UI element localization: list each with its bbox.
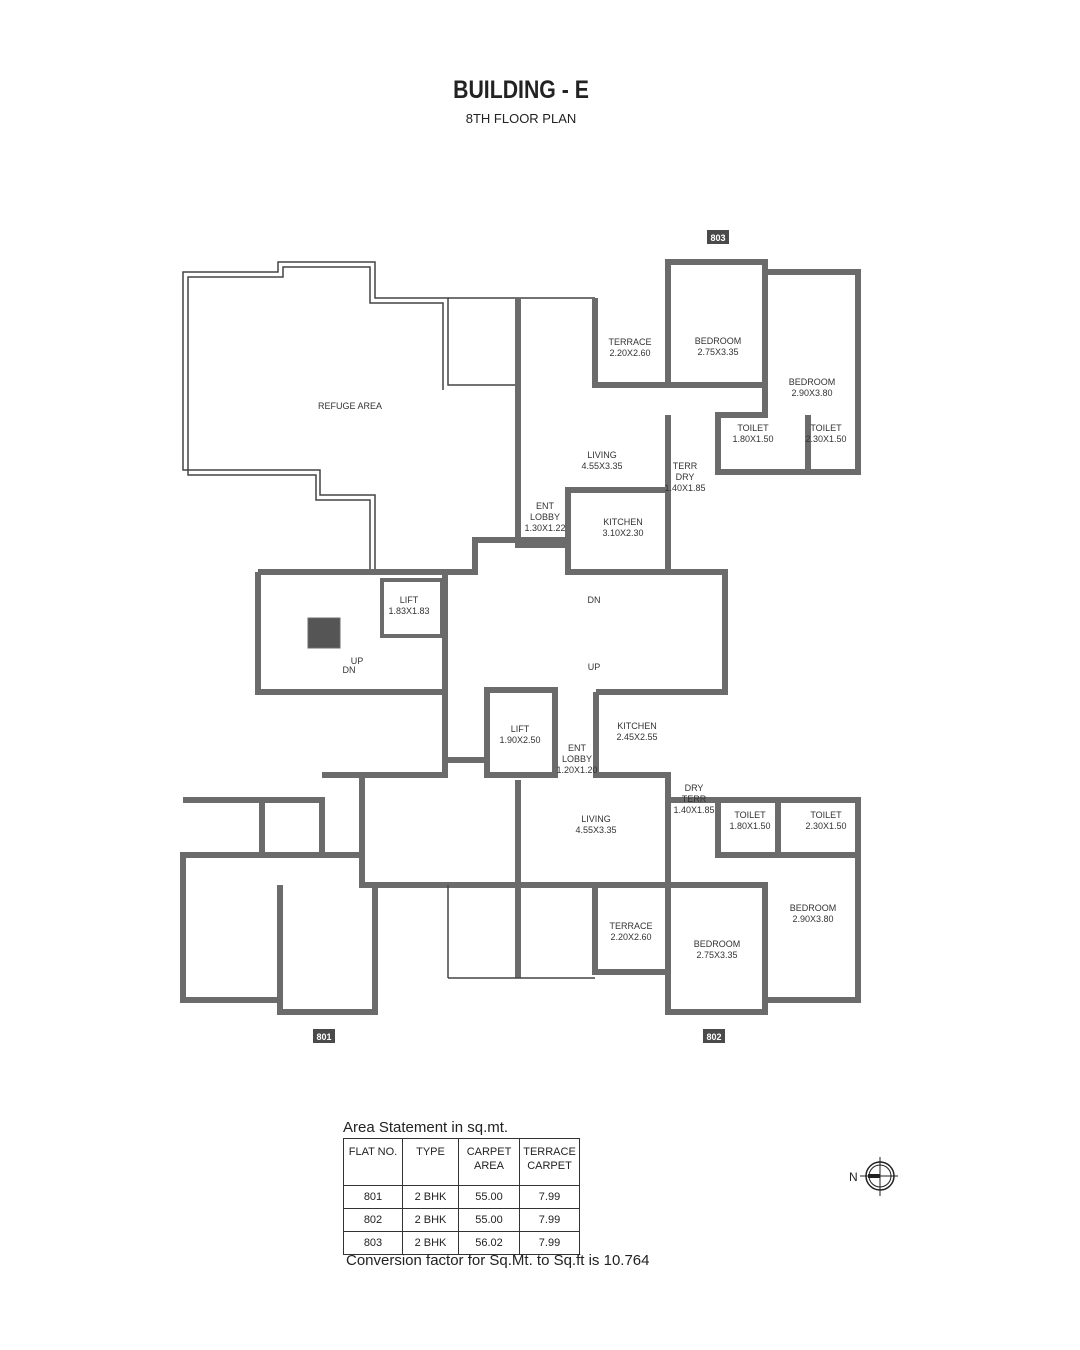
- cell: 55.00: [458, 1208, 520, 1232]
- page-title: BUILDING - E: [453, 76, 589, 104]
- room-name-label: LIFT: [400, 595, 419, 605]
- floor-plan: REFUGE AREATERRACE2.20X2.60BEDROOM2.75X3…: [180, 230, 861, 1043]
- room-name-label: BEDROOM: [790, 903, 837, 913]
- room-name-label: TERRACE: [609, 921, 652, 931]
- room-dimension-label: 2.30X1.50: [805, 434, 846, 444]
- room-name-label: ENT: [568, 743, 587, 753]
- cell: 7.99: [519, 1185, 580, 1209]
- cell: 802: [343, 1208, 403, 1232]
- room-dimension-label: 4.55X3.35: [575, 825, 616, 835]
- room-dimension-label: 1.83X1.83: [388, 606, 429, 616]
- flat-number-tag: 801: [313, 1029, 335, 1043]
- room-dimension-label: 2.30X1.50: [805, 821, 846, 831]
- room-dimension-label: 2.20X2.60: [609, 348, 650, 358]
- room-name-label: BEDROOM: [789, 377, 836, 387]
- column-header: TYPE: [402, 1138, 459, 1186]
- table-row: 801 2 BHK 55.00 7.99: [343, 1185, 580, 1209]
- room-name-label: DRY: [676, 472, 695, 482]
- room-name-label: TOILET: [810, 423, 842, 433]
- svg-text:801: 801: [316, 1032, 331, 1042]
- room-dimension-label: 2.45X2.55: [616, 732, 657, 742]
- room-dimension-label: 1.30X1.22: [524, 523, 565, 533]
- room-name-label: TOILET: [737, 423, 769, 433]
- room-dimension-label: 1.80X1.50: [729, 821, 770, 831]
- room-name-label: ENT: [536, 501, 555, 511]
- cell: 7.99: [519, 1208, 580, 1232]
- room-dimension-label: 3.10X2.30: [602, 528, 643, 538]
- stair-direction-label: UP: [351, 656, 364, 666]
- stair-direction-label: UP: [588, 662, 601, 672]
- room-name-label: TERR: [682, 794, 707, 804]
- table-row: 803 2 BHK 56.02 7.99: [343, 1231, 580, 1255]
- room-name-label: KITCHEN: [603, 517, 643, 527]
- room-dimension-label: 1.40X1.85: [664, 483, 705, 493]
- flat-number-tag: 803: [707, 230, 729, 244]
- cell: 56.02: [458, 1231, 520, 1255]
- room-name-label: LIFT: [511, 724, 530, 734]
- room-dimension-label: 2.90X3.80: [791, 388, 832, 398]
- stair-direction-label: DN: [343, 665, 356, 675]
- column-header: FLAT NO.: [343, 1138, 403, 1186]
- room-dimension-label: 2.90X3.80: [792, 914, 833, 924]
- room-name-label: LIVING: [587, 450, 617, 460]
- flat-number-tag: 802: [703, 1029, 725, 1043]
- cell: 801: [343, 1185, 403, 1209]
- room-name-label: LOBBY: [530, 512, 560, 522]
- room-name-label: LIVING: [581, 814, 611, 824]
- room-dimension-label: 1.90X2.50: [499, 735, 540, 745]
- cell: 55.00: [458, 1185, 520, 1209]
- room-dimension-label: 1.80X1.50: [732, 434, 773, 444]
- area-statement-title: Area Statement in sq.mt.: [343, 1119, 509, 1136]
- room-name-label: TERRACE: [608, 337, 651, 347]
- room-dimension-label: 2.75X3.35: [696, 950, 737, 960]
- room-dimension-label: 1.40X1.85: [673, 805, 714, 815]
- walls: [180, 259, 861, 1015]
- room-name-label: BEDROOM: [694, 939, 741, 949]
- stair-direction-label: DN: [588, 595, 601, 605]
- room-name-label: TOILET: [810, 810, 842, 820]
- room-name-label: LOBBY: [562, 754, 592, 764]
- cell: 2 BHK: [402, 1208, 459, 1232]
- page-subtitle: 8TH FLOOR PLAN: [465, 111, 577, 126]
- room-dimension-label: 4.55X3.35: [581, 461, 622, 471]
- room-dimension-label: 1.20X1.20: [556, 765, 597, 775]
- room-dimension-label: 2.75X3.35: [697, 347, 738, 357]
- table-row: 802 2 BHK 55.00 7.99: [343, 1208, 580, 1232]
- room-dimension-label: 2.20X2.60: [610, 932, 651, 942]
- room-name-label: REFUGE AREA: [318, 401, 382, 411]
- conversion-note: Conversion factor for Sq.Mt. to Sq.ft is…: [346, 1252, 650, 1269]
- svg-text:802: 802: [706, 1032, 721, 1042]
- room-name-label: TOILET: [734, 810, 766, 820]
- room-name-label: BEDROOM: [695, 336, 742, 346]
- svg-text:803: 803: [710, 233, 725, 243]
- room-name-label: TERR: [673, 461, 698, 471]
- north-compass-icon: N: [849, 1157, 898, 1196]
- compass-label: N: [849, 1170, 858, 1184]
- cell: 2 BHK: [402, 1231, 459, 1255]
- room-name-label: KITCHEN: [617, 721, 657, 731]
- cell: 7.99: [519, 1231, 580, 1255]
- room-name-label: DRY: [685, 783, 704, 793]
- cell: 2 BHK: [402, 1185, 459, 1209]
